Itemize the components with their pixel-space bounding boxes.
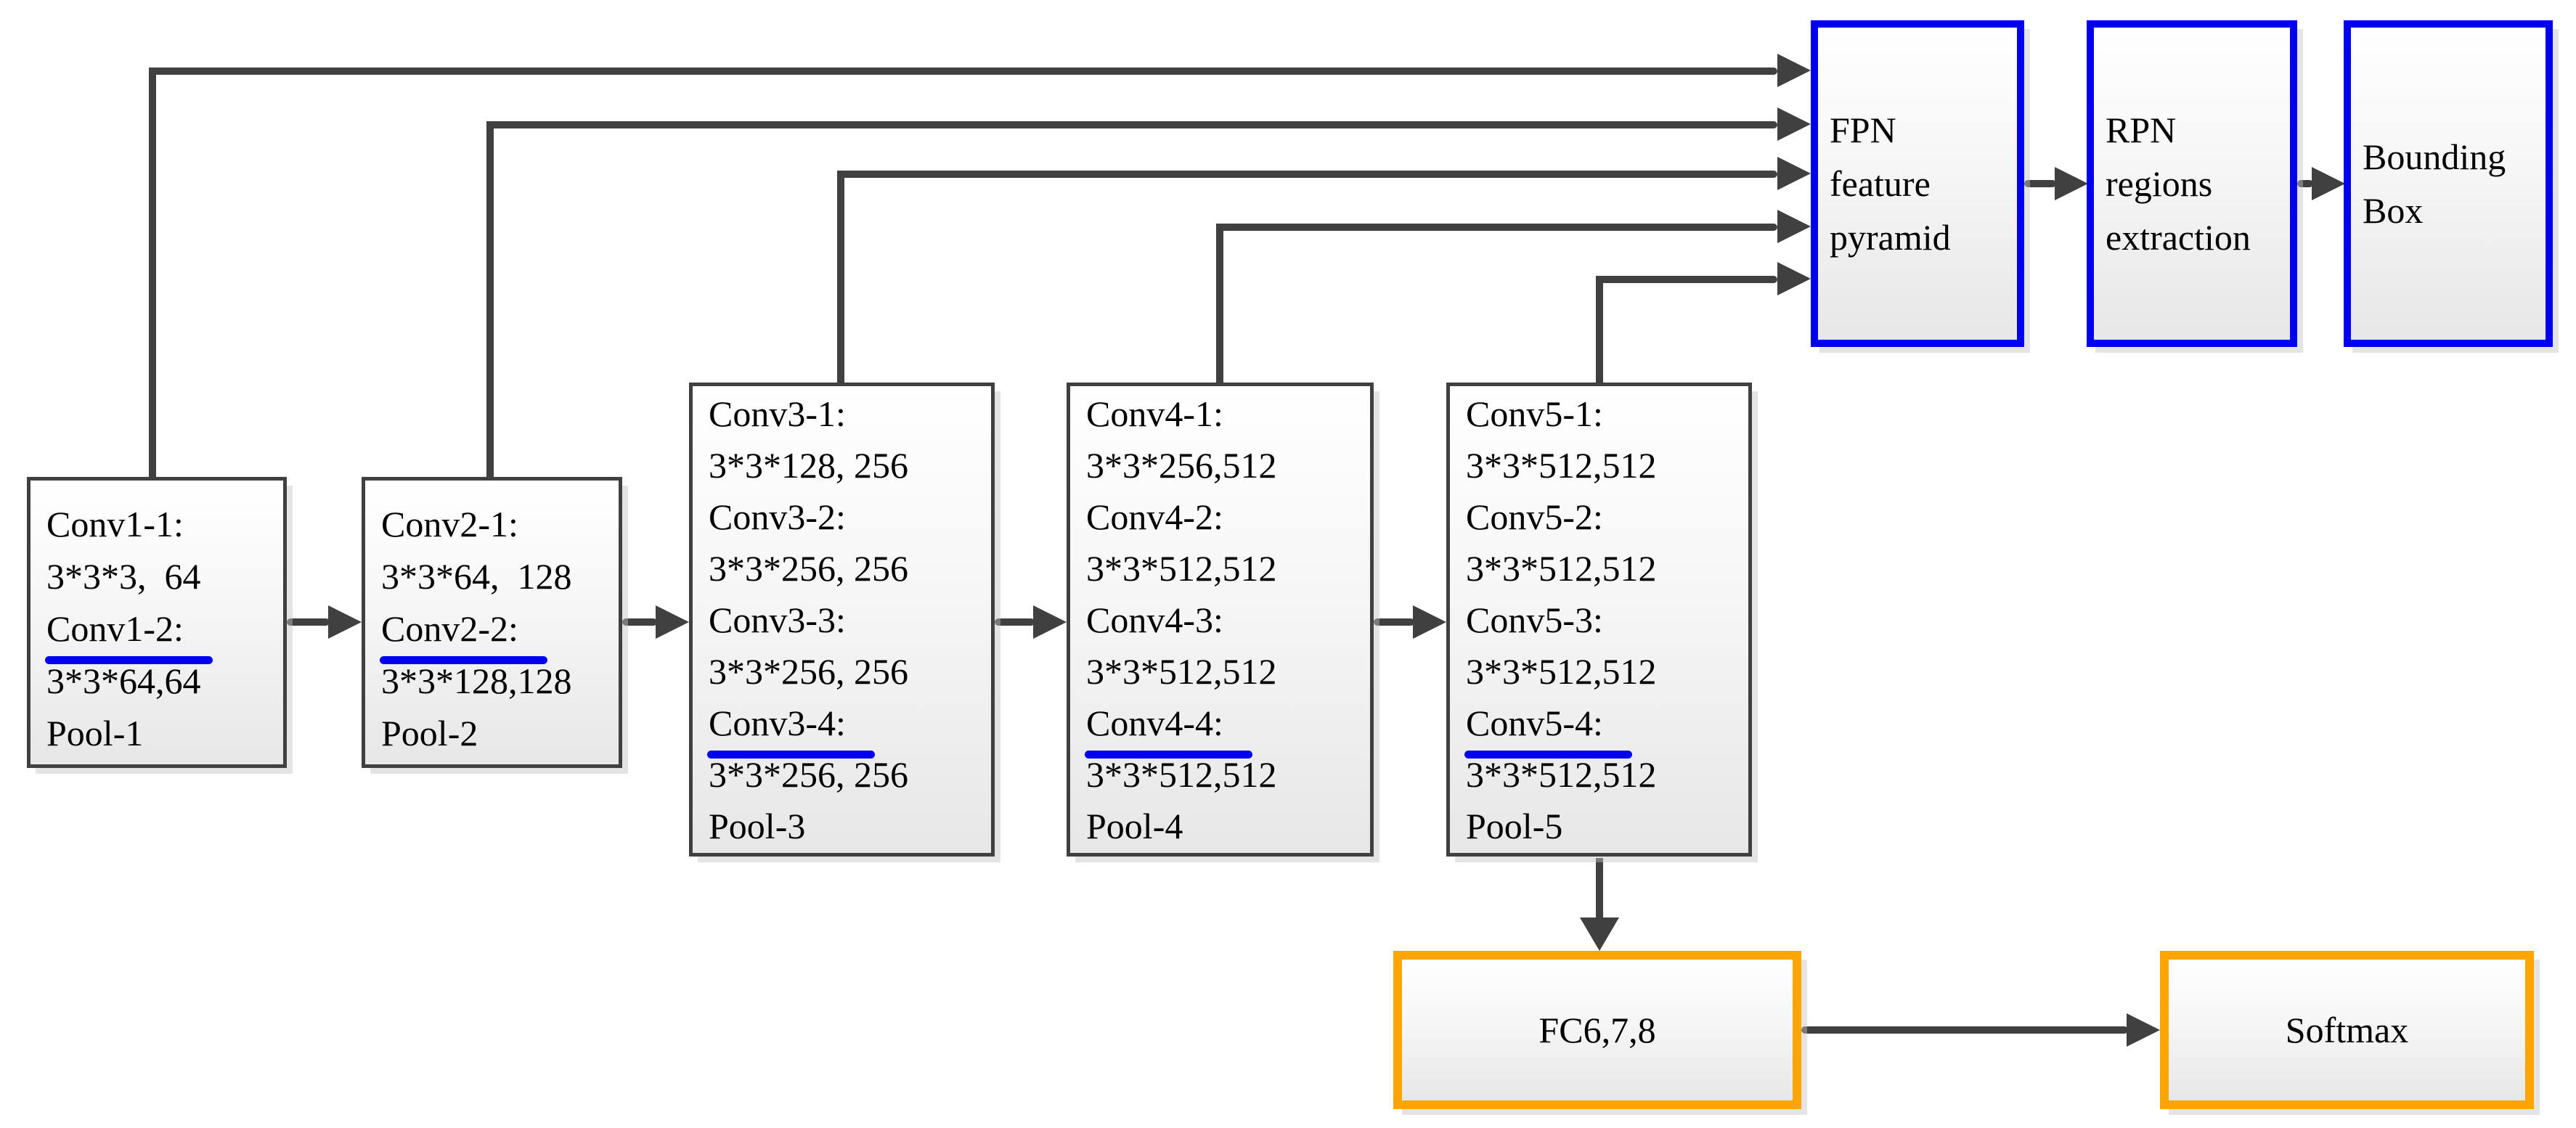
arrowhead-fpn-to-rpn — [2055, 167, 2088, 200]
skip-line-conv2-horizontal — [486, 121, 1777, 128]
conv-layer-label-highlighted: Conv4-4: — [1085, 698, 1370, 759]
conv-stage-3-box: Conv3-1: 3*3*128, 256 Conv3-2: 3*3*256, … — [689, 383, 995, 857]
conv-kernel-label: 3*3*128, 256 — [709, 445, 908, 486]
fpn-label: feature — [1830, 163, 1931, 204]
arrowhead-rpn-to-boundingbox — [2312, 167, 2345, 200]
fc-label: FC6,7,8 — [1538, 1010, 1656, 1050]
skip-line-conv3-vertical — [837, 171, 844, 383]
conv-kernel-label: 3*3*512,512 — [1086, 651, 1277, 692]
fc-box: FC6,7,8 — [1393, 951, 1801, 1109]
skip-line-conv2-vertical — [486, 121, 494, 477]
arrow-conv2-to-conv3 — [622, 618, 657, 626]
conv-layer-label-highlighted: Conv1-2: — [45, 602, 283, 664]
arrowhead-fc-to-softmax — [2127, 1013, 2160, 1047]
fpn-feature-pyramid-box: FPN feature pyramid — [1811, 20, 2024, 347]
conv-kernel-label: 3*3*3, 64 — [46, 556, 201, 597]
skip-line-conv1-horizontal — [149, 68, 1777, 75]
conv-layer-label: Conv5-1: — [1466, 393, 1603, 434]
softmax-box: Softmax — [2160, 951, 2534, 1109]
conv-layer-label: Conv5-2: — [1466, 496, 1603, 537]
skip-line-conv1-vertical — [149, 68, 156, 477]
conv-stage-2-box: Conv2-1: 3*3*64, 128 Conv2-2: 3*3*128,12… — [362, 477, 622, 768]
rpn-label: RPN — [2106, 110, 2177, 150]
conv-kernel-label: 3*3*256, 256 — [709, 651, 908, 692]
rpn-regions-extraction-box: RPN regions extraction — [2087, 20, 2297, 347]
pool-layer-label: Pool-5 — [1466, 806, 1563, 846]
conv-layer-label: Conv2-1: — [381, 504, 518, 544]
conv-kernel-label: 3*3*512,512 — [1086, 548, 1277, 589]
arrow-conv5-to-fc — [1596, 858, 1603, 919]
arrowhead-conv2-to-conv3 — [656, 605, 689, 639]
conv-kernel-label: 3*3*512,512 — [1466, 548, 1657, 589]
conv-kernel-label: 3*3*512,512 — [1086, 754, 1277, 795]
arrowhead-conv3-to-fpn — [1777, 157, 1811, 190]
arrowhead-conv5-to-fpn — [1777, 262, 1811, 295]
conv-kernel-label: 3*3*128,128 — [381, 661, 572, 701]
arrow-conv1-to-conv2 — [287, 618, 330, 626]
arrowhead-conv1-to-fpn — [1777, 54, 1811, 87]
bounding-box-label: Bounding — [2363, 136, 2506, 177]
conv-kernel-label: 3*3*64,64 — [46, 661, 201, 701]
conv-kernel-label: 3*3*512,512 — [1466, 754, 1657, 795]
conv-layer-label: Conv3-3: — [709, 600, 846, 640]
conv-kernel-label: 3*3*512,512 — [1466, 651, 1657, 692]
pool-layer-label: Pool-2 — [381, 713, 478, 753]
skip-line-conv3-horizontal — [837, 171, 1777, 178]
fpn-label: FPN — [1830, 110, 1896, 150]
pool-layer-label: Pool-3 — [709, 806, 806, 846]
skip-line-conv4-vertical — [1216, 224, 1223, 383]
arrowhead-conv1-to-conv2 — [328, 605, 362, 639]
conv-layer-label-highlighted: Conv2-2: — [380, 602, 619, 664]
arrowhead-conv3-to-conv4 — [1033, 605, 1067, 639]
arrow-conv4-to-conv5 — [1374, 618, 1414, 626]
arrowhead-conv5-to-fc — [1580, 917, 1619, 951]
rpn-label: extraction — [2106, 217, 2251, 258]
softmax-label: Softmax — [2285, 1010, 2409, 1050]
arrow-fpn-to-rpn — [2024, 180, 2056, 187]
pool-layer-label: Pool-1 — [46, 713, 144, 753]
conv-layer-label: Conv3-1: — [709, 393, 846, 434]
arrow-conv3-to-conv4 — [995, 618, 1035, 626]
fpn-label: pyramid — [1830, 217, 1951, 258]
conv-kernel-label: 3*3*64, 128 — [381, 556, 572, 597]
skip-line-conv5-vertical — [1596, 276, 1603, 383]
conv-kernel-label: 3*3*256,512 — [1086, 445, 1277, 486]
conv-stage-1-box: Conv1-1: 3*3*3, 64 Conv1-2: 3*3*64,64 Po… — [27, 477, 287, 768]
conv-layer-label: Conv3-2: — [709, 496, 846, 537]
conv-kernel-label: 3*3*256, 256 — [709, 754, 908, 795]
bounding-box-label: Box — [2363, 190, 2424, 231]
arrow-rpn-to-boundingbox — [2297, 180, 2313, 187]
conv-layer-label: Conv1-1: — [46, 504, 184, 544]
conv-layer-label: Conv4-1: — [1086, 393, 1223, 434]
conv-kernel-label: 3*3*512,512 — [1466, 445, 1657, 486]
rpn-label: regions — [2106, 163, 2213, 204]
conv-stage-4-box: Conv4-1: 3*3*256,512 Conv4-2: 3*3*512,51… — [1067, 383, 1374, 857]
conv-stage-5-box: Conv5-1: 3*3*512,512 Conv5-2: 3*3*512,51… — [1446, 383, 1752, 857]
arrowhead-conv4-to-conv5 — [1413, 605, 1446, 639]
conv-layer-label-highlighted: Conv3-4: — [707, 698, 991, 759]
arrow-fc-to-softmax — [1801, 1026, 2128, 1034]
bounding-box-box: Bounding Box — [2344, 20, 2553, 347]
conv-layer-label: Conv5-3: — [1466, 600, 1603, 640]
arrowhead-conv2-to-fpn — [1777, 107, 1811, 141]
skip-line-conv5-horizontal — [1596, 276, 1777, 283]
conv-layer-label: Conv4-3: — [1086, 600, 1223, 640]
arrowhead-conv4-to-fpn — [1777, 210, 1811, 243]
skip-line-conv4-horizontal — [1216, 224, 1777, 231]
pool-layer-label: Pool-4 — [1086, 806, 1183, 846]
conv-layer-label: Conv4-2: — [1086, 496, 1223, 537]
conv-kernel-label: 3*3*256, 256 — [709, 548, 908, 589]
conv-layer-label-highlighted: Conv5-4: — [1464, 698, 1748, 759]
